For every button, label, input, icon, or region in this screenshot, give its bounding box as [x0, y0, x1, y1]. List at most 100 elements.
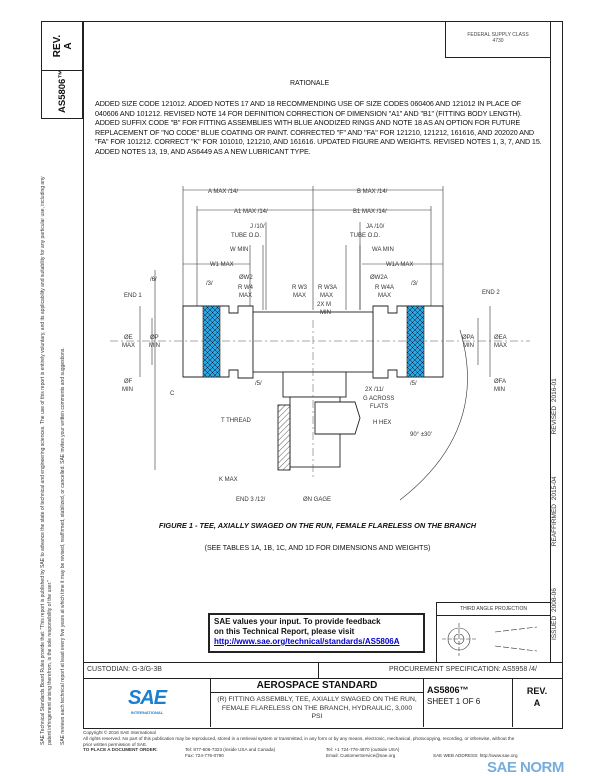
label-n6: /6/ — [150, 277, 157, 283]
figure-subcaption: (SEE TABLES 1A, 1B, 1C, AND 1D FOR DIMEN… — [204, 545, 431, 552]
custodian: CUSTODIAN: G-3/G-3B — [87, 666, 162, 673]
tel-intl: Tel: +1 724-776-4970 (outside USA) — [326, 747, 400, 753]
label-end1: END 1 — [124, 293, 142, 299]
label-rw4-max: MAX — [239, 293, 252, 299]
title-rev-label: REV. — [526, 686, 548, 696]
sheet-number: SHEET 1 OF 6 — [427, 697, 481, 706]
order-label: TO PLACE A DOCUMENT ORDER: — [83, 747, 158, 753]
label-j: J /10/ — [250, 224, 265, 230]
side-notice-2: SAE reviews each technical report at lea… — [60, 347, 66, 745]
watermark-logo: SAE NORM — [487, 759, 564, 776]
label-g-flats: FLATS — [370, 404, 388, 410]
label-2x-m-min: MIN — [320, 310, 331, 316]
label-rw4: R W4 — [238, 285, 254, 291]
web-address: SAE WEB ADDRESS: http://www.sae.org — [433, 753, 518, 759]
rights-notice: All rights reserved. No part of this pub… — [83, 735, 515, 747]
fsc-box: FEDERAL SUPPLY CLASS 4730 — [445, 21, 551, 58]
label-df-min: MIN — [122, 387, 133, 393]
label-de-max: MAX — [122, 343, 135, 349]
label-dp-min: MIN — [149, 343, 160, 349]
label-tube-od-a: TUBE O.D. — [350, 233, 380, 239]
blue-band-right — [406, 305, 425, 378]
email: Email: CustomerService@sae.org — [326, 753, 396, 759]
label-dea-max: MAX — [494, 343, 507, 349]
label-c: C — [170, 391, 175, 397]
feedback-line1: SAE values your input. To provide feedba… — [214, 617, 381, 626]
fsc-label: FEDERAL SUPPLY CLASS — [467, 32, 529, 38]
label-rw3a-max: MAX — [320, 293, 333, 299]
doc-number-side: AS5806™ — [57, 69, 68, 113]
side-notice-1: SAE Technical Standards Board Rules prov… — [40, 176, 53, 745]
label-w-min: W MIN — [230, 247, 248, 253]
label-end3: END 3 /12/ — [236, 497, 266, 503]
blue-band-left — [202, 305, 221, 378]
label-rw4a-max: MAX — [378, 293, 391, 299]
label-n-gage: ØN GAGE — [303, 497, 331, 503]
revised-date: REVISED 2016-01 — [551, 378, 558, 435]
label-n5a: /5/ — [410, 381, 417, 387]
label-dfa-min: MIN — [494, 387, 505, 393]
doc-number-box: AS5806™ — [41, 69, 83, 119]
label-a-max: A MAX /14/ — [208, 189, 238, 195]
label-dw2: ØW2 — [239, 275, 253, 281]
projection-label: THIRD ANGLE PROJECTION — [437, 603, 550, 616]
label-w1a-max: W1A MAX — [386, 262, 413, 268]
footer: Copyright © 2016 SAE International All r… — [83, 730, 593, 759]
label-ja: JA /10/ — [366, 224, 385, 230]
label-wa-min: WA MIN — [372, 247, 394, 253]
label-end2: END 2 — [482, 290, 500, 296]
projection-symbol-icon — [442, 623, 538, 656]
label-2x-11: 2X /11/ — [365, 387, 384, 393]
figure-drawing: A MAX /14/ B MAX /14/ A1 MAX /14/ B1 MAX… — [110, 186, 530, 503]
label-a1-max: A1 MAX /14/ — [234, 209, 268, 215]
label-g-across: G ACROSS — [363, 396, 394, 402]
projection-box: THIRD ANGLE PROJECTION — [436, 602, 551, 663]
reaffirmed-date: REAFFIRMED 2015-04 — [551, 476, 558, 547]
label-rw3a: R W3A — [318, 285, 337, 291]
doc-number: AS5806™ — [427, 685, 469, 695]
label-t-thread: T THREAD — [221, 418, 251, 424]
rationale-text: ADDED SIZE CODE 121012. ADDED NOTES 17 A… — [95, 99, 542, 156]
label-dea: ØEA — [494, 335, 507, 341]
title-rev-value: A — [533, 698, 541, 708]
feedback-line2: on this Technical Report, please visit — [214, 627, 355, 636]
dates-strip: ISSUED 2008-06 REAFFIRMED 2015-04 REVISE… — [551, 378, 558, 640]
issued-date: ISSUED 2008-06 — [551, 588, 558, 640]
label-dp: ØP — [150, 335, 159, 341]
figure-caption: FIGURE 1 - TEE, AXIALLY SWAGED ON THE RU… — [158, 521, 477, 530]
label-angle: 90° ±30' — [410, 432, 432, 438]
document-title: (R) FITTING ASSEMBLY, TEE, AXIALLY SWAGE… — [217, 696, 417, 720]
label-n3a: /3/ — [411, 281, 418, 287]
label-dpa-min: MIN — [463, 343, 474, 349]
label-w1-max: W1 MAX — [210, 262, 234, 268]
label-rw4a: R W4A — [375, 285, 394, 291]
label-rw3: R W3 — [292, 285, 308, 291]
label-rw3-max: MAX — [293, 293, 306, 299]
rev-label: REV. — [52, 34, 63, 58]
feedback-link[interactable]: http://www.sae.org/technical/standards/A… — [214, 637, 400, 646]
rev-value: A — [63, 42, 74, 50]
label-dpa: ØPA — [462, 335, 474, 341]
custodian-row: CUSTODIAN: G-3/G-3B PROCUREMENT SPECIFIC… — [83, 662, 563, 679]
sae-logo: SAE INTERNATIONAL — [84, 679, 211, 727]
label-df: ØF — [124, 379, 133, 385]
label-n3: /3/ — [206, 281, 213, 287]
fax: Fax: 724-776-0790 — [185, 753, 224, 759]
label-b1-max: B1 MAX /14/ — [353, 209, 387, 215]
tel-us: Tel: 877-606-7323 (inside USA and Canada… — [185, 747, 276, 753]
frame-right-divider — [550, 21, 551, 662]
fsc-code: 4730 — [492, 38, 504, 44]
label-h-hex: H HEX — [373, 420, 391, 426]
standard-type: AEROSPACE STANDARD — [211, 679, 423, 693]
label-dfa: ØFA — [494, 379, 506, 385]
label-n5: /5/ — [255, 381, 262, 387]
feedback-box: SAE values your input. To provide feedba… — [208, 613, 425, 653]
rationale-title: RATIONALE — [290, 80, 330, 87]
label-de: ØE — [124, 335, 133, 341]
title-block: SAE INTERNATIONAL AEROSPACE STANDARD (R)… — [83, 678, 563, 729]
label-k-max: K MAX — [219, 477, 238, 483]
copyright: Copyright © 2016 SAE International — [83, 730, 156, 735]
label-b-max: B MAX /14/ — [357, 189, 388, 195]
label-2x-m: 2X M — [317, 302, 331, 308]
label-tube-od: TUBE O.D. — [231, 233, 261, 239]
